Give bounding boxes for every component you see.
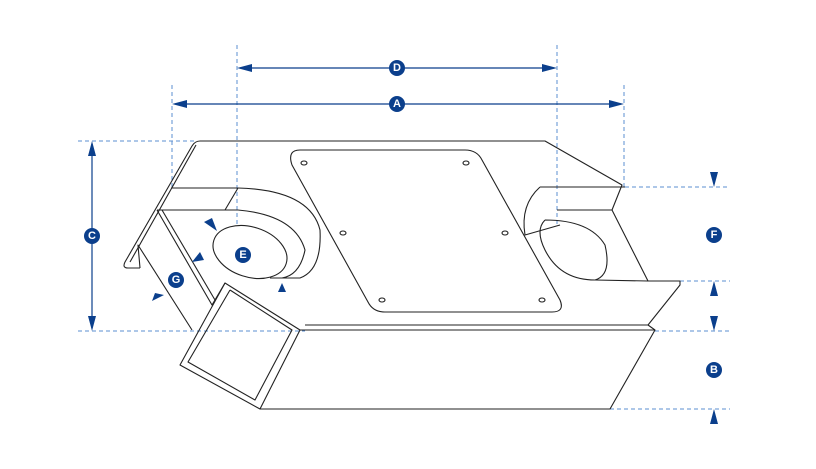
part-outline [123,140,681,410]
svg-text:G: G [172,274,181,286]
svg-text:C: C [88,230,96,242]
label-b: B [706,362,722,378]
svg-text:A: A [393,98,401,110]
dimension-e-arrows [204,218,286,292]
label-e: E [235,247,251,263]
mounting-holes [300,160,546,303]
svg-text:F: F [711,229,718,241]
dimension-g-arrows [152,252,204,301]
label-f: F [706,227,722,243]
svg-text:B: B [710,364,718,376]
svg-text:E: E [239,249,246,261]
label-d: D [389,60,405,76]
dimension-f [710,172,718,296]
svg-text:D: D [393,62,401,74]
extension-lines [78,45,730,410]
dimension-b [710,316,718,424]
label-c: C [84,228,100,244]
label-g: G [168,272,184,288]
label-a: A [389,96,405,112]
